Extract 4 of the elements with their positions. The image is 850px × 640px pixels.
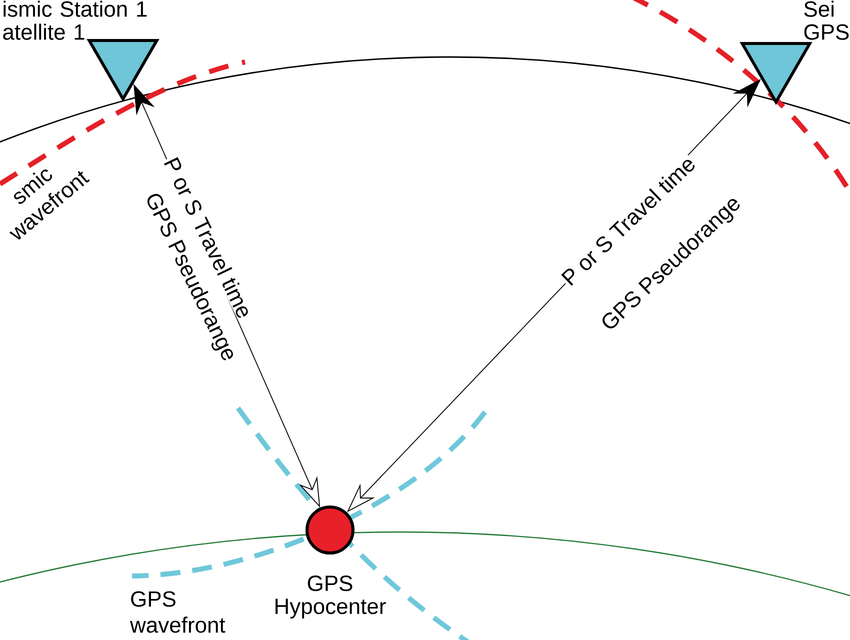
station-label: GPS Hypocenter (276, 576, 386, 618)
wavefront-label: GPS wavefront (130, 591, 226, 633)
station-label: ismic Station 1 atellite 1 (3, 0, 147, 40)
station-label: Sei GPS (804, 0, 849, 40)
